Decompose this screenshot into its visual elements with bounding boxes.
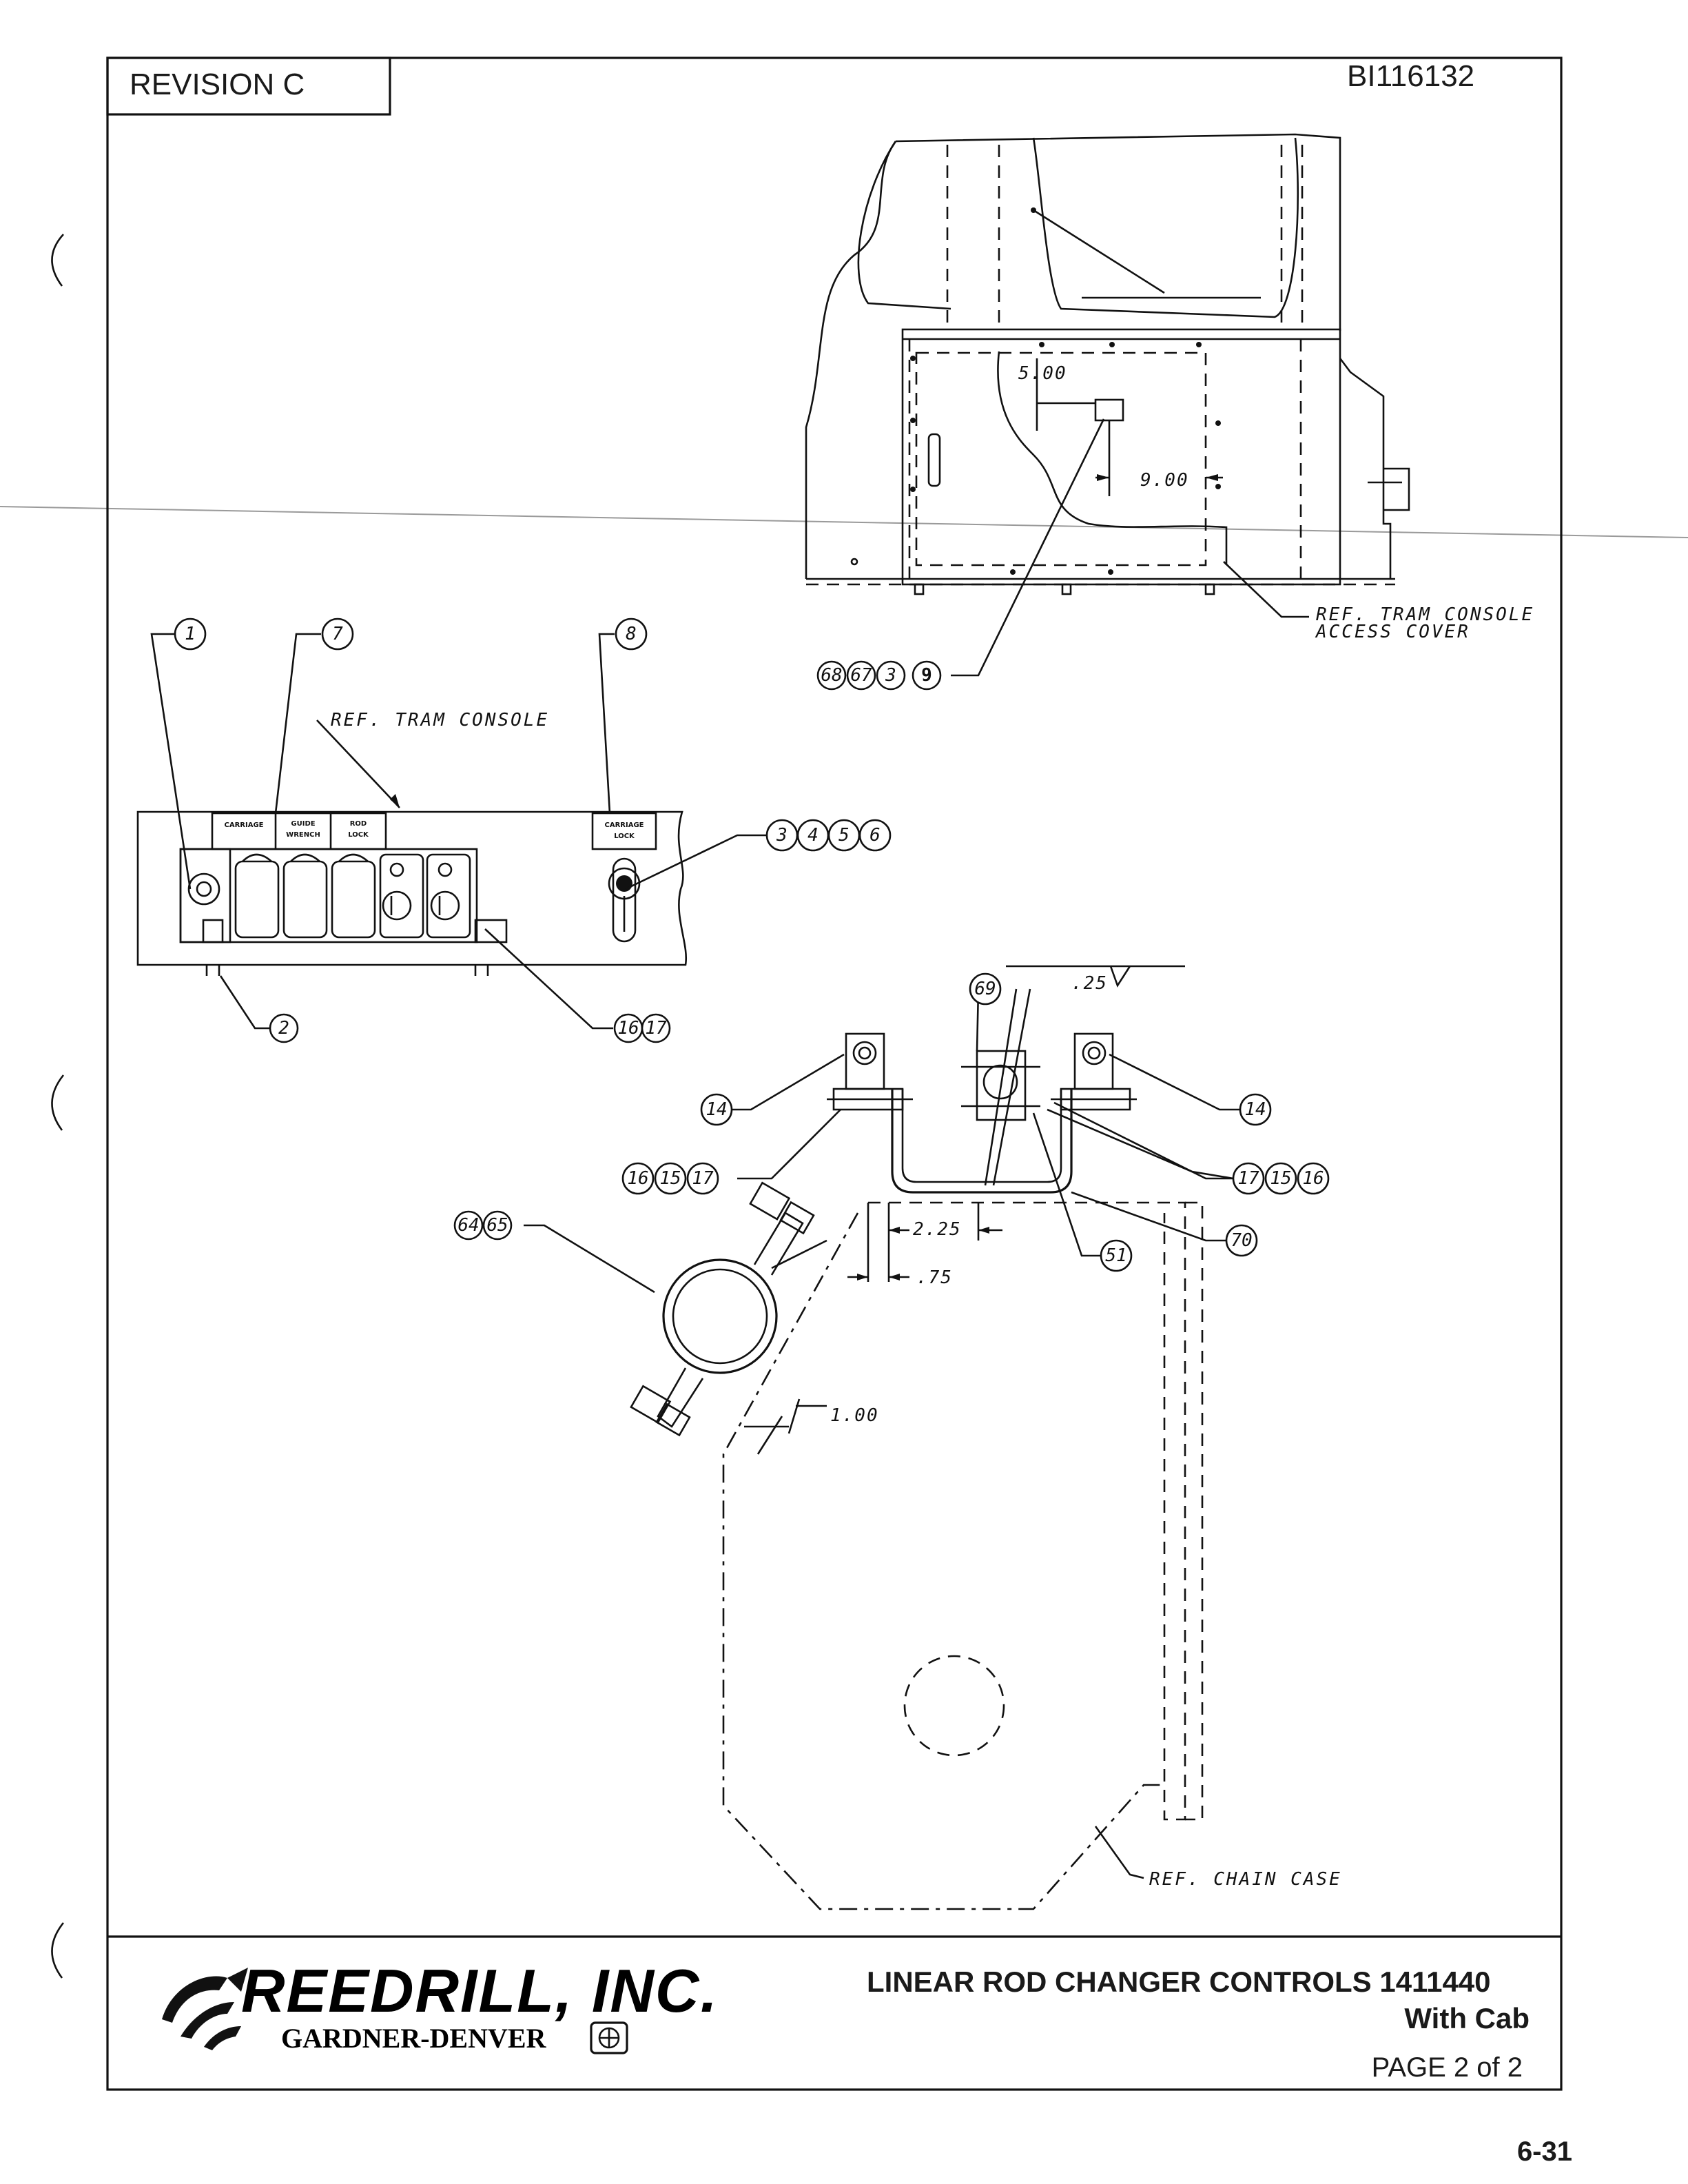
balloon-4: 4: [807, 825, 819, 846]
tram-console-view: [136, 633, 766, 1030]
balloon-16a: 16: [617, 1018, 639, 1039]
balloon-9: 9: [921, 665, 932, 686]
bracket-balloons: 69 14 14 16 15 17 17 15 16 51 70 64 65: [453, 972, 1330, 1272]
panel-label-carriage-lock-1: CARRIAGE: [605, 821, 644, 829]
balloon-65: 65: [486, 1215, 508, 1236]
balloon-15c: 15: [1270, 1168, 1291, 1189]
panel-label-carriage-lock-2: LOCK: [614, 833, 635, 840]
page-number: 6-31: [1516, 2136, 1572, 2167]
panel-label-wrench: WRENCH: [286, 831, 320, 839]
dim-vertical-5: 5.00: [1018, 363, 1067, 384]
ref-tram-console-access-cover-line1: REF. TRAM CONSOLE: [1316, 604, 1534, 625]
cab-console-view: [805, 133, 1410, 677]
ref-chain-case: REF. CHAIN CASE: [1149, 1869, 1342, 1890]
balloon-2: 2: [278, 1018, 289, 1039]
balloon-16b: 16: [627, 1168, 648, 1189]
balloon-67: 67: [850, 665, 872, 686]
page-indicator: PAGE 2 of 2: [1371, 2052, 1523, 2083]
dim-horizontal-9: 9.00: [1140, 470, 1189, 491]
console-balloons: 1 7 8 2 3 4 5 6 16 17: [174, 618, 892, 1043]
parent-company: GARDNER-DENVER: [281, 2023, 546, 2054]
panel-label-guide: GUIDE: [291, 820, 315, 828]
dim-075: .75: [916, 1267, 953, 1288]
balloon-16c: 16: [1302, 1168, 1324, 1189]
dim-2-25: 2.25: [913, 1219, 962, 1240]
balloon-3b: 3: [776, 825, 788, 846]
reedrill-logo: [162, 1968, 248, 2050]
balloon-3: 3: [885, 665, 896, 686]
balloon-5: 5: [838, 825, 850, 846]
dim-1-00: 1.00: [830, 1405, 879, 1426]
panel-label-lock: LOCK: [348, 831, 369, 839]
balloon-70: 70: [1231, 1230, 1252, 1251]
balloon-17c: 17: [1237, 1168, 1259, 1189]
ref-tram-console-access-cover-line2: ACCESS COVER: [1315, 622, 1470, 642]
balloon-7: 7: [332, 624, 343, 644]
balloon-15b: 15: [659, 1168, 681, 1189]
balloon-17b: 17: [692, 1168, 714, 1189]
punch-hole-mark-bottom: [51, 1922, 65, 1979]
punch-hole-mark-middle: [51, 1074, 65, 1131]
panel-label-carriage: CARRIAGE: [225, 821, 264, 829]
weld-dim-25: .25: [1071, 973, 1108, 994]
revision-label: REVISION C: [130, 68, 305, 101]
balloon-group-68-67-3-9: 68 67 3 9: [816, 660, 942, 691]
panel-label-rod: ROD: [350, 820, 367, 828]
balloon-6: 6: [869, 825, 881, 846]
balloon-14-right: 14: [1244, 1099, 1266, 1120]
drawing-border: [106, 57, 1563, 2091]
revision-box: [106, 57, 391, 116]
ref-tram-console: REF. TRAM CONSOLE: [331, 710, 549, 731]
balloon-14-left: 14: [706, 1099, 727, 1120]
bracket-chain-case-view: [524, 965, 1240, 1910]
balloon-51: 51: [1105, 1245, 1126, 1266]
balloon-69: 69: [974, 979, 996, 999]
drawing-title: LINEAR ROD CHANGER CONTROLS 1411440: [867, 1966, 1491, 1998]
balloon-1: 1: [185, 624, 196, 644]
company-name: REEDRILL, INC.: [241, 1957, 719, 2025]
drawing-subtitle: With Cab: [1404, 2002, 1530, 2034]
scan-artifact-line: [0, 506, 1688, 538]
balloon-17a: 17: [645, 1018, 667, 1039]
gardner-denver-badge: [590, 2021, 628, 2054]
drawing-number: BI116132: [1347, 59, 1475, 93]
balloon-68: 68: [821, 665, 842, 686]
balloon-64: 64: [457, 1215, 479, 1236]
punch-hole-mark-top: [51, 234, 64, 287]
balloon-8: 8: [626, 624, 637, 644]
